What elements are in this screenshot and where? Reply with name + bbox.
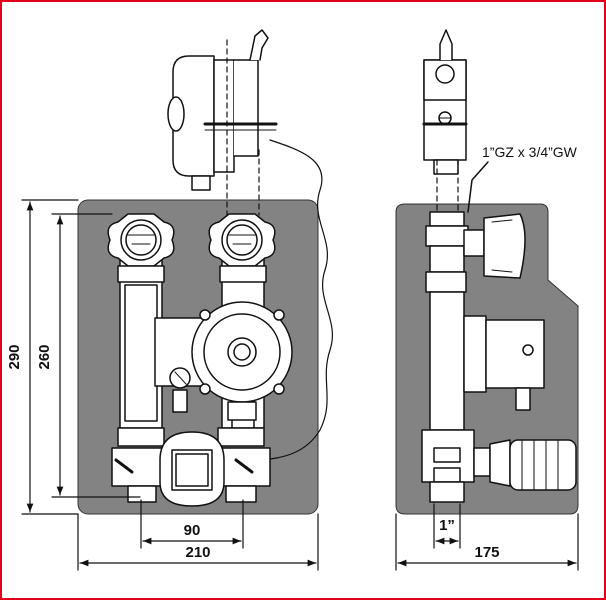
side-valve-handle	[463, 213, 526, 279]
dim-height-inner: 260	[36, 344, 53, 369]
front-dashed-guides	[226, 39, 260, 216]
side-dashed-guides	[436, 159, 459, 213]
side-pipe-assembly	[421, 211, 475, 503]
front-thermometer-right	[208, 213, 276, 283]
side-controller	[422, 29, 468, 175]
front-thermometer-left	[107, 213, 175, 283]
dim-width-total: 210	[185, 544, 210, 561]
side-view: 1”GZ x 3/4”GW	[395, 29, 579, 571]
dim-depth-total: 175	[474, 544, 499, 561]
front-sensor-cable	[261, 139, 333, 461]
front-bottom-valves	[111, 427, 271, 507]
thread-callout-leader	[467, 161, 489, 213]
side-dimension-lines	[395, 503, 579, 571]
front-dimension-lines	[21, 199, 319, 571]
dim-height-total: 290	[6, 344, 23, 369]
front-view: 290 260 90 210	[6, 29, 333, 571]
front-controller	[167, 29, 278, 191]
side-thermostatic-head	[473, 439, 577, 491]
front-circulation-pump	[154, 301, 293, 421]
side-circulation-pump	[463, 315, 545, 411]
thread-spec-label: 1”GZ x 3/4”GW	[482, 144, 578, 160]
dim-width-inner: 90	[184, 522, 201, 539]
dim-connection-width: 1”	[439, 517, 455, 534]
